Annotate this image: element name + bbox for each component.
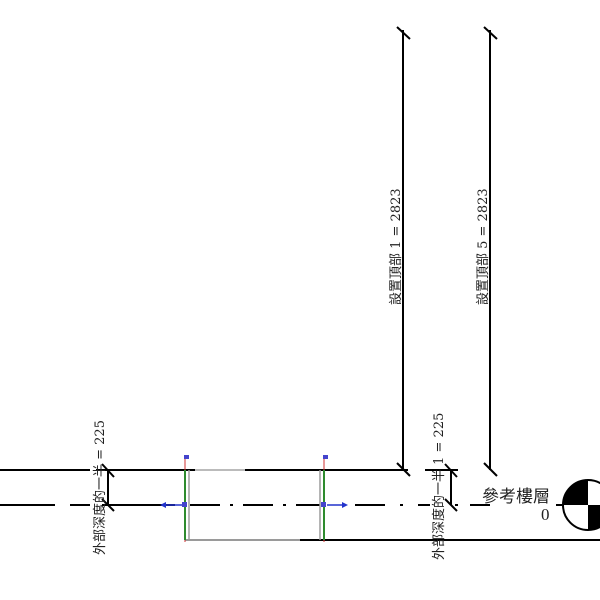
flip-control-icon[interactable] [323, 455, 328, 459]
level-name[interactable]: 參考樓層 [482, 487, 550, 507]
dimension-set-top-5[interactable] [483, 26, 498, 477]
flip-control-icon[interactable] [184, 455, 189, 459]
reference-plane-right[interactable] [319, 455, 348, 542]
drag-handle-icon[interactable] [182, 502, 187, 507]
drag-handle-icon[interactable] [321, 502, 326, 507]
level-elevation[interactable]: 0 [541, 505, 550, 524]
dimension-label-half-depth-right[interactable]: 外部深度的一半 1 = 225 [431, 413, 447, 560]
dimension-set-top-1[interactable] [396, 26, 411, 477]
dimension-label-set-top-1[interactable]: 設置頂部 1 = 2823 [388, 188, 404, 305]
dimension-label-set-top-5[interactable]: 設置頂部 5 = 2823 [475, 188, 491, 305]
dimension-half-depth-right[interactable] [441, 463, 458, 512]
dimension-label-half-depth-left[interactable]: 外部深度的一半 = 225 [92, 420, 108, 555]
level-head-icon[interactable] [562, 479, 600, 531]
dimension-half-depth-left[interactable] [96, 463, 115, 512]
reference-plane-left[interactable] [160, 455, 190, 542]
